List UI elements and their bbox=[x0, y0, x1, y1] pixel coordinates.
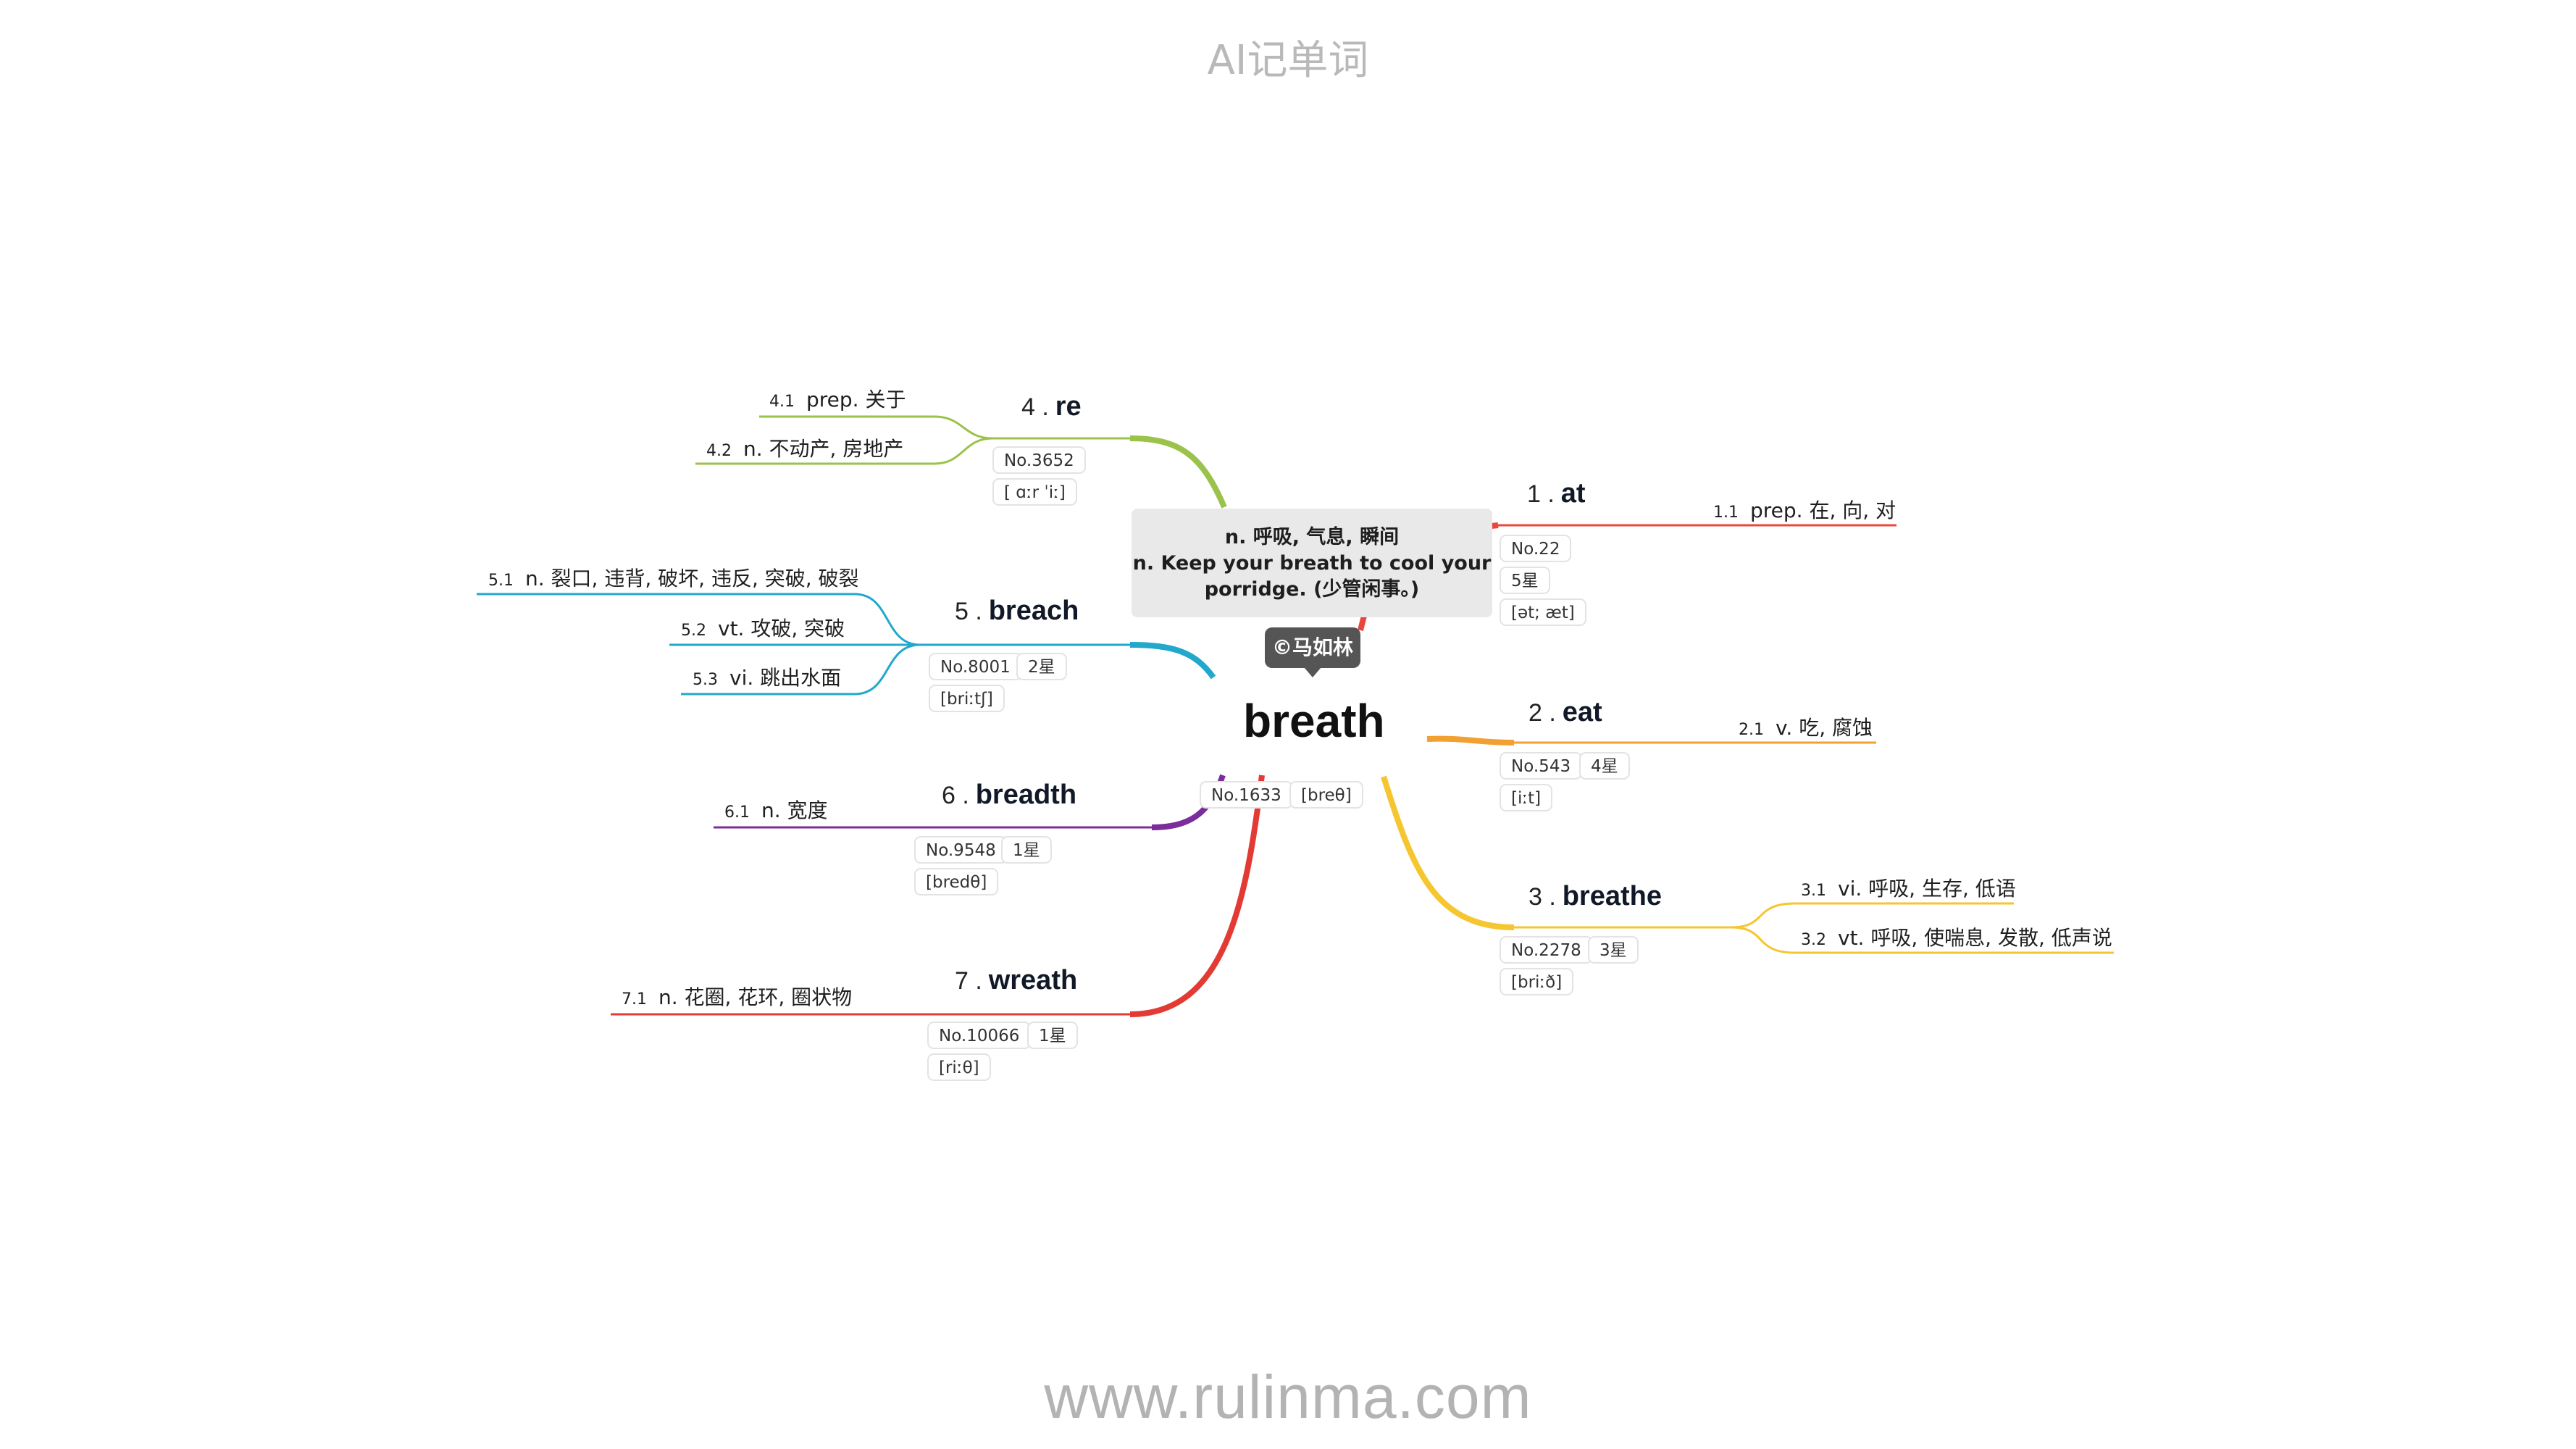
leaf-line-3-2 bbox=[1731, 926, 2114, 954]
center-number-tag: No.1633 bbox=[1200, 781, 1293, 809]
leaf-index: 1.1 bbox=[1713, 504, 1739, 522]
leaf-line-4-1 bbox=[759, 415, 993, 440]
leaf-index: 5.1 bbox=[488, 572, 514, 590]
trunk-breathe bbox=[1381, 775, 1515, 930]
leaf-line-4-2 bbox=[695, 437, 993, 465]
leaf-text: vt. 攻破, 突破 bbox=[718, 617, 845, 640]
at-stars-tag: 5星 bbox=[1500, 567, 1550, 594]
breadth-phonetic-tag: [bredθ] bbox=[914, 868, 999, 895]
at-phonetic-tag: [ət; æt] bbox=[1500, 598, 1586, 626]
breathe-stars-tag: 3星 bbox=[1588, 936, 1639, 964]
trunk-re bbox=[1129, 435, 1227, 509]
trunk-wreath bbox=[1129, 774, 1265, 1017]
eat-phonetic-tag: [iːt] bbox=[1500, 784, 1553, 811]
at-number-tag: No.22 bbox=[1500, 535, 1572, 562]
trunk-eat bbox=[1426, 735, 1515, 746]
re-phonetic-tag: [ ɑːr ˈiː] bbox=[992, 478, 1077, 506]
branch-wreath-heading[interactable]: 7 . wreath bbox=[955, 965, 1077, 996]
leaf-text: vi. 呼吸, 生存, 低语 bbox=[1838, 877, 2016, 901]
tooltip-line-2: n. Keep your breath to cool your bbox=[1132, 552, 1492, 575]
leaf-text: v. 吃, 腐蚀 bbox=[1776, 716, 1873, 740]
definition-tooltip: n. 呼吸, 气息, 瞬间 n. Keep your breath to coo… bbox=[1132, 509, 1492, 617]
eat-number-tag: No.543 bbox=[1500, 752, 1583, 780]
branch-word: wreath bbox=[988, 965, 1078, 995]
branch-breach-heading[interactable]: 5 . breach bbox=[955, 596, 1079, 627]
author-badge: ©马如林 bbox=[1265, 627, 1360, 668]
leaf-text: vi. 跳出水面 bbox=[729, 666, 842, 690]
branch-word: at bbox=[1560, 478, 1586, 509]
center-word[interactable]: breath bbox=[1243, 695, 1385, 747]
branch-number: 1 . bbox=[1527, 480, 1555, 508]
wreath-stars-tag: 1星 bbox=[1027, 1022, 1078, 1049]
leaf-2-1[interactable]: 2.1 v. 吃, 腐蚀 bbox=[1739, 712, 1873, 741]
leaf-4-1[interactable]: 4.1 prep. 关于 bbox=[769, 384, 906, 413]
leaf-1-1[interactable]: 1.1 prep. 在, 向, 对 bbox=[1713, 495, 1896, 524]
branch-breadth-heading[interactable]: 6 . breadth bbox=[942, 780, 1076, 811]
leaf-text: vt. 呼吸, 使喘息, 发散, 低声说 bbox=[1838, 926, 2112, 950]
branch-word: eat bbox=[1562, 697, 1602, 727]
branch-at-heading[interactable]: 1 . at bbox=[1527, 478, 1586, 509]
leaf-index: 3.1 bbox=[1801, 882, 1826, 900]
branch-re-heading[interactable]: 4 . re bbox=[1021, 391, 1082, 422]
branch-number: 7 . bbox=[955, 967, 982, 995]
branch-number: 2 . bbox=[1529, 699, 1556, 727]
leaf-3-2[interactable]: 3.2 vt. 呼吸, 使喘息, 发散, 低声说 bbox=[1801, 922, 2112, 951]
trunk-breach bbox=[1129, 642, 1216, 680]
wreath-phonetic-tag: [riːθ] bbox=[927, 1053, 991, 1081]
breach-phonetic-tag: [briːtʃ] bbox=[929, 685, 1005, 712]
author-badge-pointer bbox=[1304, 667, 1321, 677]
breathe-phonetic-tag: [briːð] bbox=[1500, 968, 1574, 995]
breathe-number-tag: No.2278 bbox=[1500, 936, 1593, 964]
branch-word: breadth bbox=[975, 780, 1077, 810]
leaf-3-1[interactable]: 3.1 vi. 呼吸, 生存, 低语 bbox=[1801, 873, 2016, 902]
footer-url[interactable]: www.rulinma.com bbox=[1044, 1363, 1532, 1431]
leaf-line-5-3 bbox=[681, 643, 921, 696]
leaf-index: 2.1 bbox=[1739, 721, 1764, 739]
breadth-number-tag: No.9548 bbox=[914, 836, 1008, 864]
branch-word: re bbox=[1055, 391, 1082, 422]
eat-stars-tag: 4星 bbox=[1579, 752, 1630, 780]
leaf-5-2[interactable]: 5.2 vt. 攻破, 突破 bbox=[681, 613, 845, 642]
leaf-index: 5.3 bbox=[693, 671, 718, 689]
branch-number: 4 . bbox=[1021, 393, 1049, 421]
leaf-text: prep. 关于 bbox=[806, 388, 906, 412]
leaf-index: 4.1 bbox=[769, 393, 795, 411]
leaf-index: 3.2 bbox=[1801, 931, 1826, 949]
wreath-number-tag: No.10066 bbox=[927, 1022, 1032, 1049]
leaf-5-1[interactable]: 5.1 n. 裂口, 违背, 破坏, 违反, 突破, 破裂 bbox=[488, 563, 859, 592]
tooltip-line-1: n. 呼吸, 气息, 瞬间 bbox=[1224, 526, 1400, 548]
branch-breathe-heading[interactable]: 3 . breathe bbox=[1529, 881, 1662, 912]
tooltip-line-3: porridge. (少管闲事。) bbox=[1204, 578, 1420, 601]
leaf-6-1[interactable]: 6.1 n. 宽度 bbox=[724, 795, 828, 824]
re-number-tag: No.3652 bbox=[992, 446, 1086, 474]
leaf-text: n. 不动产, 房地产 bbox=[743, 437, 904, 461]
leaf-index: 7.1 bbox=[622, 990, 647, 1009]
leaf-index: 4.2 bbox=[706, 442, 732, 460]
leaf-4-2[interactable]: 4.2 n. 不动产, 房地产 bbox=[706, 433, 903, 462]
branch-number: 6 . bbox=[942, 782, 969, 809]
leaf-text: n. 裂口, 违背, 破坏, 违反, 突破, 破裂 bbox=[525, 567, 859, 590]
leaf-text: n. 花圈, 花环, 圈状物 bbox=[658, 985, 853, 1009]
leaf-text: n. 宽度 bbox=[761, 798, 828, 822]
leaf-5-3[interactable]: 5.3 vi. 跳出水面 bbox=[693, 662, 841, 691]
breadth-stars-tag: 1星 bbox=[1001, 836, 1052, 864]
page-title: AI记单词 bbox=[1207, 37, 1369, 84]
leaf-line-5-1 bbox=[477, 593, 921, 646]
leaf-index: 6.1 bbox=[724, 803, 750, 822]
branch-word: breach bbox=[988, 596, 1079, 626]
branch-word: breathe bbox=[1562, 881, 1662, 911]
center-phonetic-tag: [breθ] bbox=[1289, 781, 1363, 809]
branch-number: 5 . bbox=[955, 598, 982, 625]
leaf-7-1[interactable]: 7.1 n. 花圈, 花环, 圈状物 bbox=[622, 982, 852, 1011]
breach-stars-tag: 2星 bbox=[1016, 653, 1067, 680]
branch-eat-heading[interactable]: 2 . eat bbox=[1529, 697, 1602, 728]
leaf-text: prep. 在, 向, 对 bbox=[1750, 498, 1897, 522]
leaf-index: 5.2 bbox=[681, 622, 706, 640]
branch-number: 3 . bbox=[1529, 883, 1556, 911]
breach-number-tag: No.8001 bbox=[929, 653, 1022, 680]
leaf-line-3-1 bbox=[1731, 902, 2014, 929]
